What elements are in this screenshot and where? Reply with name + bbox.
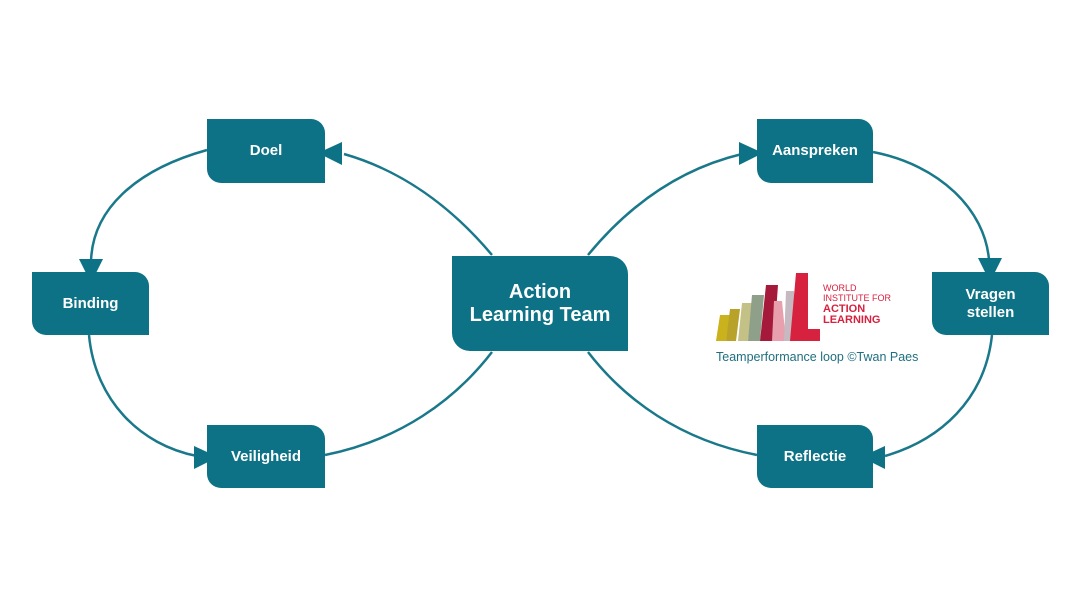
center-node-label: Action Learning Team: [469, 280, 611, 326]
center-node-action-learning-team: Action Learning Team: [452, 256, 628, 351]
node-veiligheid: Veiligheid: [207, 425, 325, 488]
connector-binding-to-veiligheid: [87, 334, 198, 458]
arrowhead-into-reflectie: [861, 446, 885, 469]
connector-center-to-doel: [343, 152, 493, 256]
node-vragen-stellen: Vragen stellen: [932, 272, 1049, 335]
node-vragen-stellen-label: Vragen stellen: [965, 285, 1016, 321]
logo-line-institute: INSTITUTE FOR: [823, 293, 891, 303]
connector-reflectie-to-center: [587, 351, 758, 457]
node-binding: Binding: [32, 272, 149, 335]
arrowhead-into-veiligheid: [194, 446, 218, 469]
connector-doel-to-binding: [89, 148, 208, 263]
arrowhead-into-doel: [318, 142, 342, 165]
connector-aanspreken-to-vragen: [872, 150, 991, 261]
arrowhead-into-vragen: [978, 258, 1002, 282]
node-reflectie: Reflectie: [757, 425, 873, 488]
node-doel: Doel: [207, 119, 325, 183]
node-aanspreken-label: Aanspreken: [772, 142, 858, 159]
logo-line-world: WORLD: [823, 283, 857, 293]
logo-line-action: ACTION: [823, 303, 866, 315]
logo-bars-graphic: [716, 273, 820, 341]
connector-center-to-aanspreken: [587, 152, 743, 256]
diagram-caption: Teamperformance loop ©Twan Paes: [716, 350, 919, 364]
arrowhead-into-aanspreken: [739, 142, 763, 165]
node-veiligheid-label: Veiligheid: [230, 447, 302, 465]
logo-line-learning: LEARNING: [823, 314, 881, 326]
connector-veiligheid-to-center: [324, 351, 493, 457]
world-institute-action-learning-logo: WORLD INSTITUTE FOR ACTION LEARNING: [712, 263, 912, 348]
node-aanspreken: Aanspreken: [757, 119, 873, 183]
node-binding-label: Binding: [62, 294, 119, 312]
arrowhead-into-binding: [79, 259, 103, 283]
node-doel-label: Doel: [249, 142, 283, 159]
node-reflectie-label: Reflectie: [783, 447, 847, 465]
connector-vragen-to-reflectie: [884, 334, 994, 458]
